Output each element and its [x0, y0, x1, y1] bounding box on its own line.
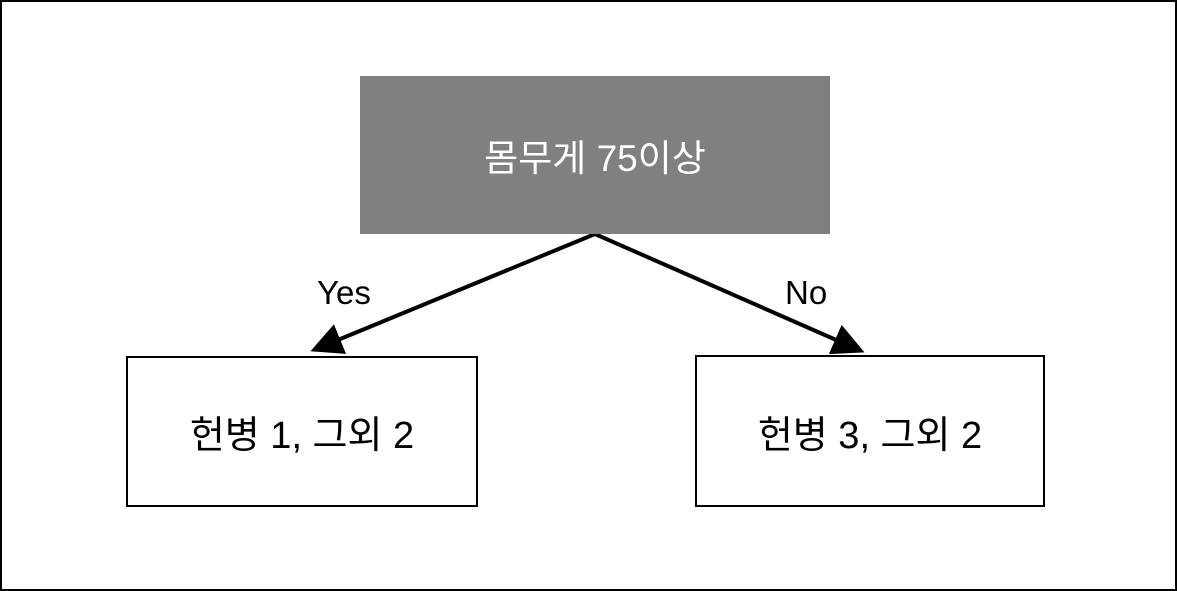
right-leaf-label: 헌병 3, 그외 2	[757, 414, 983, 457]
root-node-label: 몸무게 75이상	[484, 138, 706, 179]
edge-label-no: No	[785, 274, 828, 311]
edge-label-yes: Yes	[317, 274, 371, 311]
left-leaf-label: 헌병 1, 그외 2	[189, 415, 415, 457]
left-leaf-node: 헌병 1, 그외 2	[126, 356, 478, 507]
root-node: 몸무게 75이상	[360, 76, 830, 234]
right-leaf-node: 헌병 3, 그외 2	[695, 355, 1045, 507]
